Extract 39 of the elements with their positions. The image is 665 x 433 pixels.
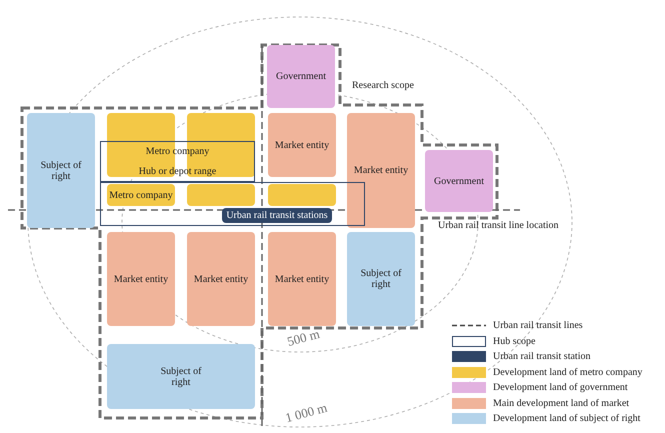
legend-label: Hub scope bbox=[493, 336, 536, 347]
parcel-label: Market entity bbox=[354, 165, 408, 176]
hub-scope-frame bbox=[100, 141, 255, 182]
land-parcel bbox=[268, 113, 336, 177]
distance-label: 500 m bbox=[286, 326, 322, 350]
land-parcel bbox=[27, 113, 95, 228]
station-marker bbox=[222, 208, 332, 223]
land-parcel bbox=[347, 113, 415, 228]
land-parcel bbox=[268, 232, 336, 326]
legend-label: Development land of subject of right bbox=[493, 413, 640, 424]
land-parcel bbox=[107, 232, 175, 326]
parcel-label: Government bbox=[434, 176, 484, 186]
legend-label: Development land of government bbox=[493, 382, 628, 394]
land-parcel bbox=[187, 232, 255, 326]
legend-label: Urban rail transit station bbox=[493, 351, 590, 362]
parcel-label: Subject of right bbox=[360, 268, 402, 290]
parcel-label: Metro company bbox=[109, 190, 173, 200]
land-parcel bbox=[107, 344, 255, 409]
land-parcel bbox=[268, 184, 336, 206]
annotation-label: Research scope bbox=[352, 80, 414, 91]
legend-label: Main development land of market bbox=[493, 398, 630, 409]
land-parcel bbox=[267, 45, 335, 108]
parcel-label: Market entity bbox=[274, 274, 330, 284]
parcel-label: Subject of right bbox=[40, 160, 82, 182]
distance-label: 1 000 m bbox=[284, 400, 329, 426]
land-parcel bbox=[187, 184, 255, 206]
parcel-label: Market entity bbox=[194, 274, 248, 284]
parcel-label: Market entity bbox=[114, 274, 168, 284]
land-parcel bbox=[347, 232, 415, 326]
annotation-label: Urban rail transit line location bbox=[438, 220, 559, 231]
parcel-label: Government bbox=[276, 71, 326, 82]
legend-label: Urban rail transit lines bbox=[493, 320, 583, 332]
land-parcel bbox=[425, 150, 493, 212]
parcel-label: Subject of right bbox=[160, 366, 202, 388]
station-label: Urban rail transit stations bbox=[226, 210, 328, 221]
legend-label: Development land of metro company bbox=[493, 366, 642, 378]
parcel-label: Market entity bbox=[274, 140, 330, 150]
land-parcel bbox=[107, 184, 175, 206]
hub-scope-frame bbox=[100, 182, 365, 226]
